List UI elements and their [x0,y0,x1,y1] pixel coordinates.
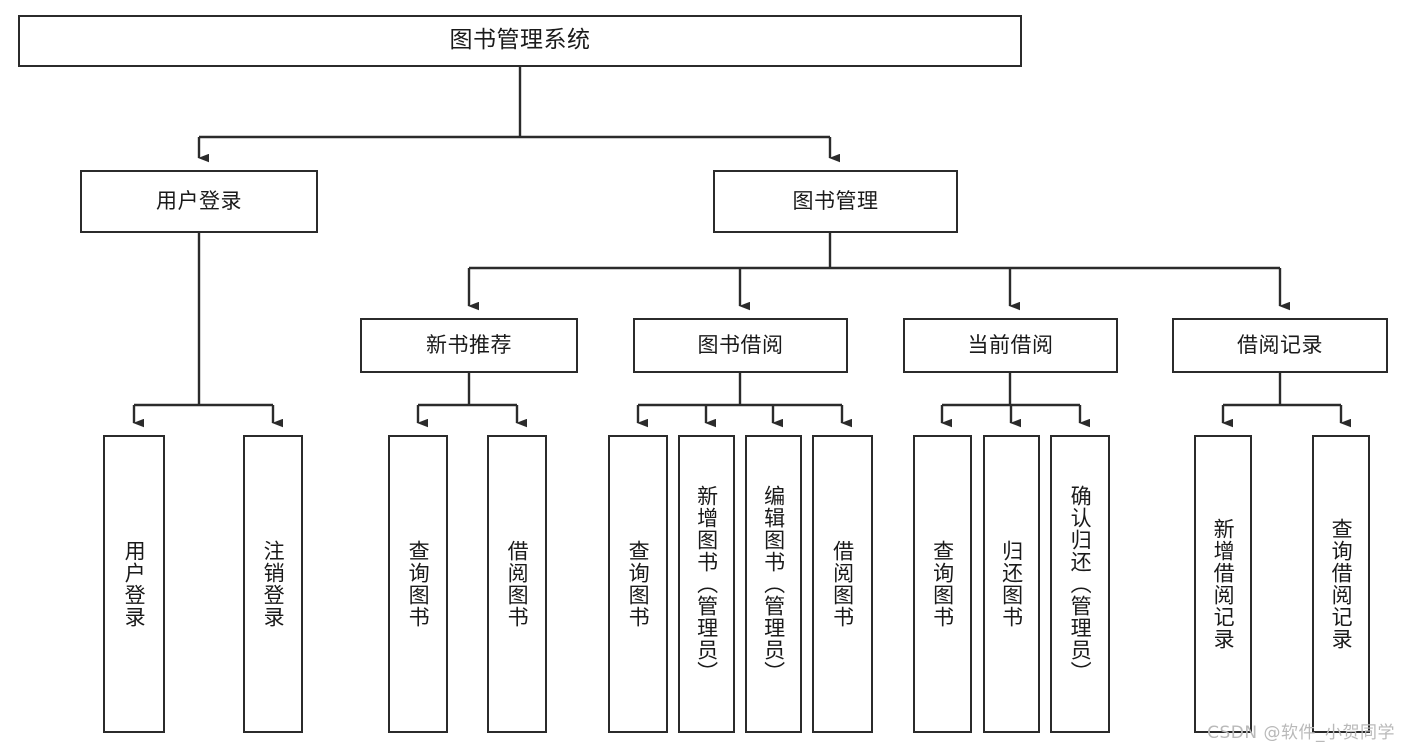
node-leaf-12[interactable]: 查询借阅记录 [1312,435,1370,733]
node-label: 查询图书 [406,540,431,628]
node-level2-0[interactable]: 新书推荐 [360,318,578,373]
node-leaf-4[interactable]: 查询图书 [608,435,668,733]
node-leaf-7[interactable]: 借阅图书 [812,435,873,733]
node-level2-1[interactable]: 图书借阅 [633,318,848,373]
node-label: 借阅图书 [505,540,530,628]
node-leaf-11[interactable]: 新增借阅记录 [1194,435,1252,733]
watermark: CSDN @软件_小贺同学 [1207,723,1395,743]
node-label: 查询图书 [930,540,955,628]
node-label: 查询图书 [626,540,651,628]
node-leaf-10[interactable]: 确认归还（管理员） [1050,435,1110,733]
node-label: 新书推荐 [426,332,512,357]
node-label: 新增借阅记录 [1211,518,1236,650]
node-label: 编辑图书（管理员） [761,485,786,683]
node-leaf-9[interactable]: 归还图书 [983,435,1040,733]
node-level2-2[interactable]: 当前借阅 [903,318,1118,373]
node-level2-3[interactable]: 借阅记录 [1172,318,1388,373]
node-leaf-6[interactable]: 编辑图书（管理员） [745,435,802,733]
node-label: 图书管理系统 [449,27,591,54]
node-leaf-1[interactable]: 注销登录 [243,435,303,733]
node-label: 借阅图书 [830,540,855,628]
node-level1-0[interactable]: 用户登录 [80,170,318,233]
node-label: 当前借阅 [967,332,1054,357]
node-leaf-2[interactable]: 查询图书 [388,435,448,733]
node-level1-1[interactable]: 图书管理 [713,170,958,233]
node-leaf-3[interactable]: 借阅图书 [487,435,547,733]
node-label: 用户登录 [122,540,147,628]
node-label: 确认归还（管理员） [1068,485,1093,683]
node-label: 图书管理 [792,188,879,213]
node-label: 用户登录 [156,188,242,213]
node-label: 注销登录 [261,540,286,628]
node-label: 借阅记录 [1237,332,1323,357]
node-label: 图书借阅 [697,332,784,357]
node-root[interactable]: 图书管理系统 [18,15,1022,67]
node-leaf-8[interactable]: 查询图书 [913,435,972,733]
node-label: 归还图书 [999,540,1024,628]
node-leaf-5[interactable]: 新增图书（管理员） [678,435,735,733]
node-leaf-0[interactable]: 用户登录 [103,435,165,733]
node-label: 查询借阅记录 [1329,518,1354,650]
node-label: 新增图书（管理员） [694,485,719,683]
